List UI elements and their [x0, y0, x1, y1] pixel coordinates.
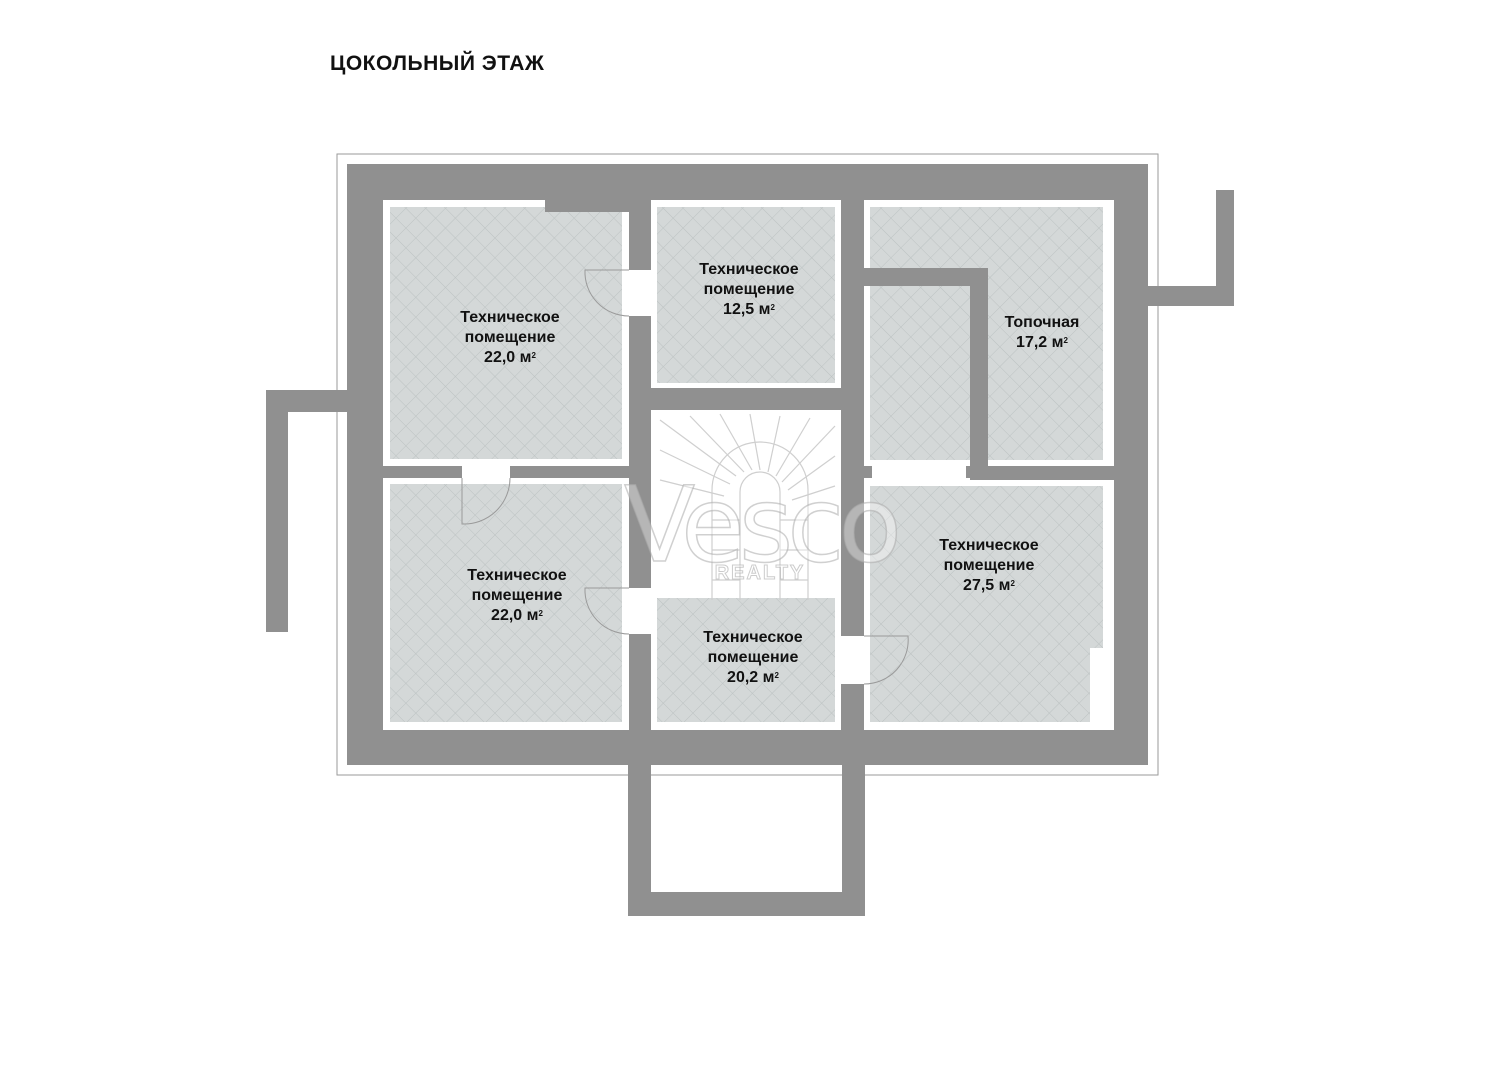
room-label: Техническое помещение 12,5 м2	[649, 260, 849, 320]
floor-room-4-tiles	[390, 484, 622, 722]
room-area: 22,0 м2	[491, 607, 543, 624]
room-name-line1: Топочная	[1004, 314, 1080, 331]
door-opening-4	[841, 636, 864, 684]
wall-stub-left	[266, 390, 347, 632]
room-area: 17,2 м2	[1016, 334, 1068, 351]
porch-wall	[628, 765, 865, 916]
room-label: Техническое помещение 27,5 м2	[889, 536, 1089, 596]
door-opening-2	[462, 466, 510, 478]
room-label: Техническое помещение 22,0 м2	[410, 308, 610, 368]
doors	[461, 269, 1114, 730]
room-name-line1: Техническое	[699, 261, 799, 278]
opening-boiler	[872, 460, 966, 486]
door-swing-3	[584, 587, 630, 635]
spiral-staircase	[659, 413, 836, 600]
floor-room-6-tiles	[870, 486, 1103, 722]
door-opening-1	[629, 270, 651, 316]
room-area: 12,5 м2	[723, 301, 775, 318]
room-name-line2: помещение	[464, 329, 556, 346]
room-label: Топочная 17,2 м2	[942, 313, 1142, 353]
room-name-line2: помещение	[943, 557, 1035, 574]
room-area: 22,0 м2	[484, 349, 536, 366]
room-name-line1: Техническое	[467, 567, 567, 584]
door-swing-2	[461, 477, 511, 525]
internal-wall-boiler	[864, 268, 988, 466]
room-label: Техническое помещение 22,0 м2	[417, 566, 617, 626]
room-name-line1: Техническое	[939, 537, 1039, 554]
room-name-line2: помещение	[471, 587, 563, 604]
room-name-line1: Техническое	[460, 309, 560, 326]
room-area: 27,5 м2	[963, 577, 1015, 594]
internal-wall-boiler-bottom	[970, 466, 1114, 480]
room-name-line1: Техническое	[703, 629, 803, 646]
door-opening-3	[629, 588, 651, 634]
floor-room-2-tiles	[657, 207, 835, 383]
wall-stub-right	[1148, 190, 1234, 306]
room-name-line2: помещение	[707, 649, 799, 666]
window-opening-right	[1090, 648, 1114, 730]
room-label: Техническое помещение 20,2 м2	[653, 628, 853, 688]
wall-notch-top	[545, 200, 629, 212]
room-floors	[383, 200, 1114, 730]
room-area: 20,2 м2	[727, 669, 779, 686]
floor-room-1-tiles	[390, 207, 622, 459]
door-swing-1	[584, 269, 630, 317]
page-title: ЦОКОЛЬНЫЙ ЭТАЖ	[330, 52, 545, 75]
door-swing-4	[863, 635, 909, 685]
room-name-line2: помещение	[703, 281, 795, 298]
floor-room-5-tiles	[657, 598, 835, 722]
